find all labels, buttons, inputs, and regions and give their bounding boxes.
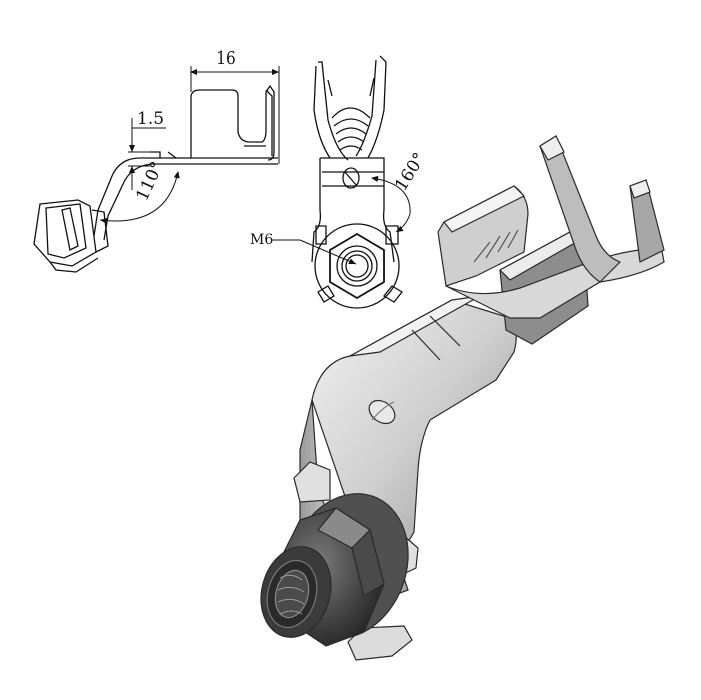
dimension-lines-side	[99, 66, 280, 224]
thread-label: M6	[250, 232, 273, 248]
dim-tab-angle-label: 160°	[391, 149, 430, 194]
side-view	[33, 84, 278, 273]
thread-leader	[272, 239, 357, 265]
ear-upper	[293, 461, 331, 503]
rear-prong-left	[539, 135, 622, 283]
dim-length-label: 16	[216, 47, 235, 69]
dim-bend-angle-label: 110°	[132, 159, 167, 205]
dimension-lines-front	[371, 175, 411, 233]
isometric-view	[260, 135, 665, 661]
dim-thickness-label: 1.5	[137, 109, 164, 129]
